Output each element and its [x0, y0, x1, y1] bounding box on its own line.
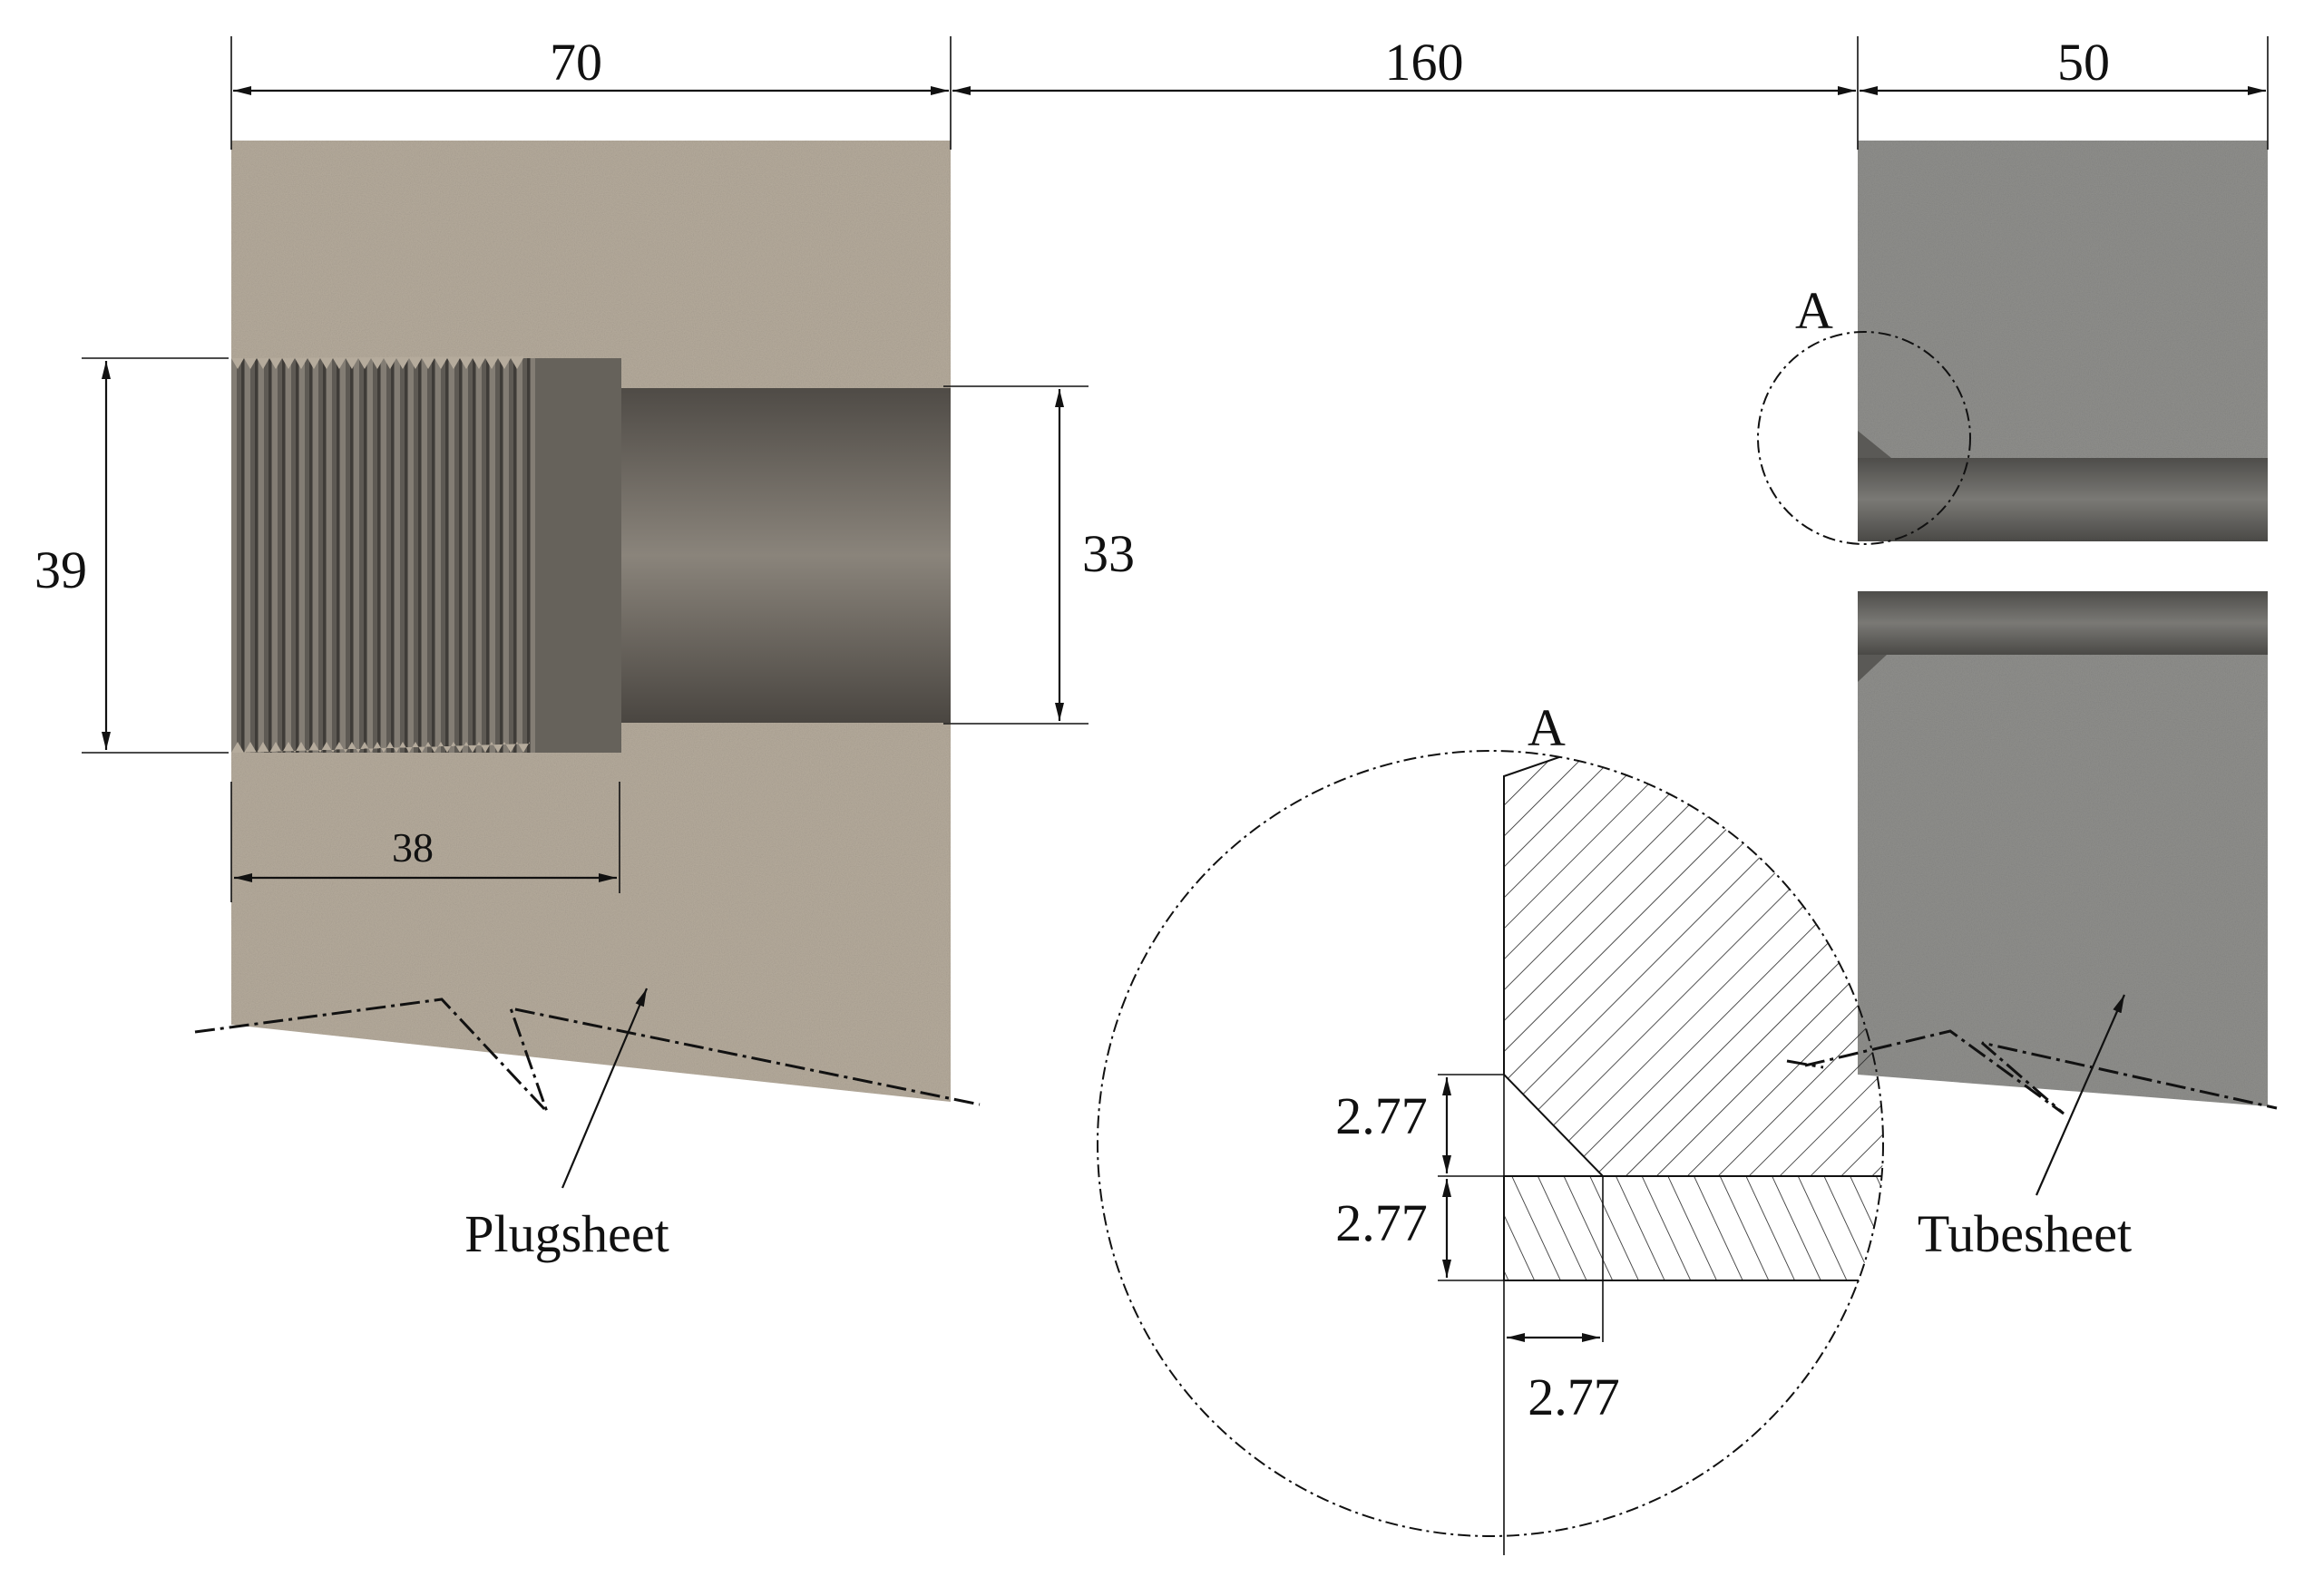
plugsheet-thread	[231, 358, 535, 753]
detail-title-label: A	[1528, 698, 1566, 757]
leader-lines	[561, 988, 2126, 1196]
plugsheet-thread-teeth-bottom	[231, 742, 530, 753]
detail-a-circle	[1097, 750, 1884, 1537]
tube-upper-wall	[1858, 458, 2268, 541]
detail-marker-circle	[1757, 331, 1971, 545]
dim-label-weld-horizontal: 2.77	[1528, 1367, 1620, 1426]
dim-label-39: 39	[34, 540, 87, 599]
detail-break-extension	[1786, 1059, 1824, 1069]
plugsheet-label: Plugsheet	[464, 1204, 669, 1263]
plugsheet-thread-relief	[535, 358, 621, 753]
labels: 70 160 50 39 33 38 2.77 2.77 2.77 A A Pl…	[34, 33, 2132, 1426]
plugsheet-part	[194, 141, 981, 1114]
dim-label-33: 33	[1082, 524, 1135, 583]
dim-label-weld-lower: 2.77	[1335, 1193, 1428, 1252]
tubesheet-leader	[2035, 994, 2126, 1196]
dim-label-weld-upper: 2.77	[1335, 1086, 1428, 1145]
dim-label-70: 70	[550, 33, 602, 92]
detail-marker-label: A	[1795, 281, 1833, 340]
tubesheet-part	[1757, 141, 2278, 1115]
plugsheet-thread-teeth-top	[231, 356, 523, 369]
plugsheet-bore	[621, 388, 951, 723]
tube-weld-lower	[1858, 655, 1887, 682]
dim-label-38: 38	[392, 824, 434, 871]
plugsheet-leader	[561, 988, 649, 1189]
tube-lower-wall	[1858, 591, 2268, 655]
tubesheet-break-line	[1804, 1029, 2278, 1115]
dimension-lines	[82, 36, 2269, 1342]
plugsheet-break-line	[194, 998, 981, 1114]
tube-bore	[1858, 541, 2268, 591]
detail-tube-section	[1503, 1175, 1883, 1281]
tubesheet-label: Tubesheet	[1918, 1204, 2132, 1263]
detail-a-view	[1097, 750, 1884, 1555]
dim-label-50: 50	[2057, 33, 2110, 92]
tube-weld-upper	[1858, 431, 1891, 458]
dim-label-160: 160	[1385, 33, 1464, 92]
